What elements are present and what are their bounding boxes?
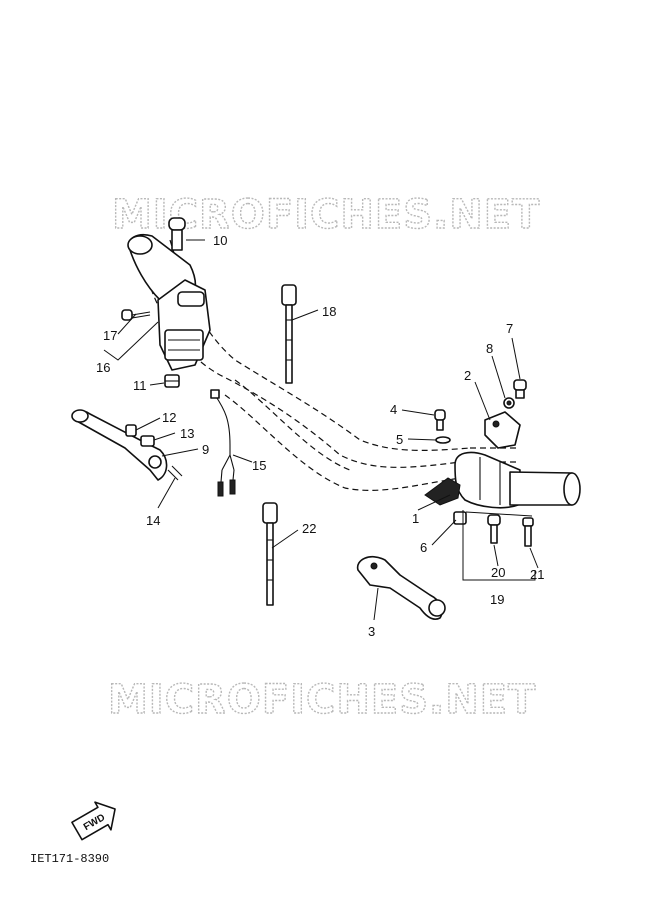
part-4-bolt bbox=[434, 409, 446, 431]
part-3-right-lever bbox=[356, 555, 446, 620]
callout-17: 17 bbox=[103, 328, 117, 343]
part-21-screw bbox=[522, 517, 534, 547]
callout-3: 3 bbox=[368, 624, 375, 639]
part-5-washer bbox=[435, 436, 451, 444]
part-2-bracket bbox=[484, 411, 521, 449]
callout-10: 10 bbox=[213, 233, 227, 248]
right-grip bbox=[509, 471, 581, 506]
watermark-top: MICROFICHES.NET bbox=[112, 192, 540, 238]
right-throttle-housing bbox=[454, 451, 521, 509]
callout-19: 19 bbox=[490, 592, 504, 607]
callout-11: 11 bbox=[133, 378, 147, 393]
part-20-screw bbox=[487, 514, 501, 544]
part-14-screw bbox=[167, 465, 183, 481]
fwd-arrow-icon: FWD bbox=[71, 801, 116, 841]
callout-21: 21 bbox=[530, 567, 544, 582]
part-12-bolt bbox=[125, 424, 137, 437]
part-13-nut bbox=[140, 435, 155, 447]
callout-13: 13 bbox=[180, 426, 194, 441]
callout-20: 20 bbox=[491, 565, 505, 580]
callout-16: 16 bbox=[96, 360, 110, 375]
part-9-left-lever bbox=[71, 409, 168, 481]
part-8-washer bbox=[503, 397, 515, 409]
callout-8: 8 bbox=[486, 341, 493, 356]
part-1-lever-holder bbox=[424, 477, 461, 506]
callout-15: 15 bbox=[252, 458, 266, 473]
part-10-bolt bbox=[168, 217, 186, 251]
part-7-bolt bbox=[513, 379, 527, 399]
part-22-cable-tie bbox=[262, 502, 278, 606]
callout-9: 9 bbox=[202, 442, 209, 457]
part-17-screw bbox=[121, 309, 151, 321]
part-11-nut bbox=[164, 374, 180, 388]
diagram-code: IET171-8390 bbox=[30, 852, 109, 866]
watermark-bottom: MICROFICHES.NET bbox=[108, 677, 536, 723]
callouts: 10 17 16 11 12 13 9 14 15 18 22 1 2 3 4 … bbox=[96, 233, 544, 639]
callout-2: 2 bbox=[464, 368, 471, 383]
handlebar bbox=[139, 239, 520, 491]
callout-12: 12 bbox=[162, 410, 176, 425]
callout-22: 22 bbox=[302, 521, 316, 536]
callout-18: 18 bbox=[322, 304, 336, 319]
callout-6: 6 bbox=[420, 540, 427, 555]
callout-1: 1 bbox=[412, 511, 419, 526]
left-switch-assembly bbox=[157, 279, 211, 371]
callout-4: 4 bbox=[390, 402, 397, 417]
callout-5: 5 bbox=[396, 432, 403, 447]
part-15-wire bbox=[210, 389, 236, 497]
part-18-cable-tie bbox=[281, 284, 297, 384]
part-6-nut bbox=[453, 511, 467, 525]
leader-lines bbox=[103, 239, 539, 621]
callout-14: 14 bbox=[146, 513, 160, 528]
callout-7: 7 bbox=[506, 321, 513, 336]
